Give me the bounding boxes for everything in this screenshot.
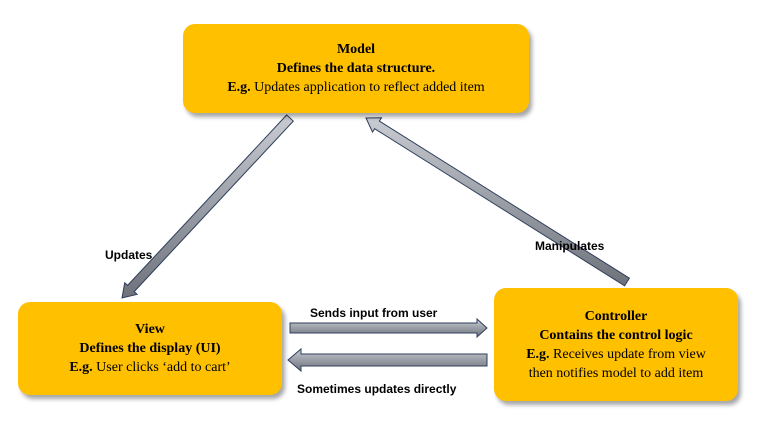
controller-description: Contains the control logic (539, 327, 693, 343)
controller-title: Controller (584, 308, 648, 324)
controller-example-text-1: Receives update from view (549, 346, 706, 362)
controller-node: Controller Contains the control logic E.… (494, 288, 738, 401)
view-example: E.g. User clicks ‘add to cart’ (69, 358, 230, 377)
edge-label-updates: Updates (105, 248, 153, 262)
edge-label-manipulates: Manipulates (535, 239, 605, 253)
view-example-text: User clicks ‘add to cart’ (92, 360, 231, 375)
model-description: Defines the data structure. (276, 61, 436, 76)
edge-label-sometimes-updates: Sometimes updates directly (297, 382, 457, 396)
model-node: Model Defines the data structure. E.g. U… (183, 24, 529, 113)
model-title: Model (336, 42, 376, 57)
model-example: E.g. Updates application to reflect adde… (227, 78, 484, 97)
arrow-model-to-view (121, 114, 295, 299)
controller-example: E.g. Receives update from view (526, 345, 706, 364)
model-example-prefix: E.g. (227, 80, 251, 95)
controller-example-text-2: then notifies model to add item (528, 365, 704, 381)
model-example-text: Updates application to reflect added ite… (250, 80, 485, 95)
view-node: View Defines the display (UI) E.g. User … (18, 302, 282, 395)
view-description: Defines the display (UI) (79, 341, 221, 356)
controller-example-prefix: E.g. (526, 346, 550, 362)
arrow-controller-to-view (287, 347, 488, 373)
view-example-prefix: E.g. (69, 360, 93, 375)
view-title: View (135, 322, 165, 337)
edge-label-sends-input: Sends input from user (310, 306, 438, 320)
arrow-view-to-controller (289, 317, 488, 339)
arrow-controller-to-model (365, 117, 631, 287)
